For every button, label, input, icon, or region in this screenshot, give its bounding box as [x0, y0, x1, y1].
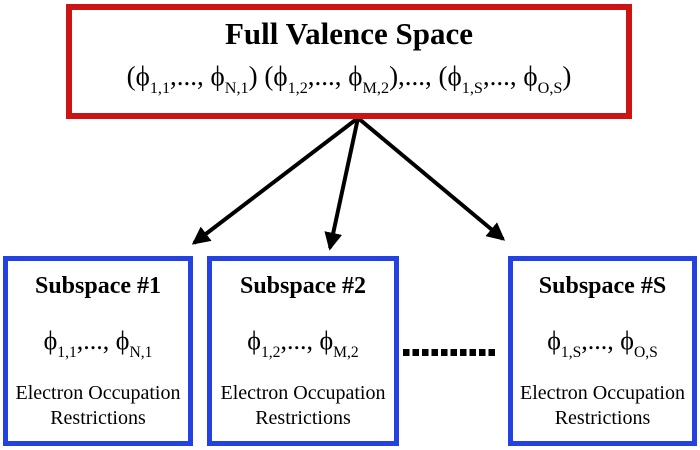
subspace-s-orbitals: ϕ1,S,..., ϕO,S	[547, 325, 658, 361]
subspace-s-caption: Electron Occupation Restrictions	[520, 381, 685, 431]
subspace-s-box: Subspace #S ϕ1,S,..., ϕO,S Electron Occu…	[508, 256, 697, 446]
subspace-1-box: Subspace #1 ϕ1,1,..., ϕN,1 Electron Occu…	[3, 256, 193, 446]
arrow-to-subspace-s	[356, 116, 506, 241]
full-valence-space-orbitals: (ϕ1,1,..., ϕN,1) (ϕ1,2,..., ϕM,2),..., (…	[126, 60, 572, 97]
continuation-dots	[403, 349, 498, 356]
caption-line-1: Electron Occupation	[15, 381, 181, 404]
caption-line-2: Restrictions	[255, 406, 351, 429]
subspace-2-orbitals: ϕ1,2,..., ϕM,2	[247, 325, 359, 361]
subspace-1-title: Subspace #1	[34, 273, 162, 299]
caption-line-1: Electron Occupation	[520, 381, 685, 404]
arrow-to-subspace-2	[324, 117, 360, 251]
full-valence-space-title: Full Valence Space	[224, 16, 473, 51]
caption-line-2: Restrictions	[50, 406, 146, 429]
subspace-s-title: Subspace #S	[538, 273, 667, 299]
subspace-2-box: Subspace #2 ϕ1,2,..., ϕM,2 Electron Occu…	[207, 256, 399, 446]
subspace-2-caption: Electron Occupation Restrictions	[221, 381, 386, 431]
arrow-to-subspace-1	[191, 116, 360, 245]
subspace-2-title: Subspace #2	[239, 273, 367, 299]
subspace-1-caption: Electron Occupation Restrictions	[16, 381, 181, 431]
full-valence-space-box: Full Valence Space (ϕ1,1,..., ϕN,1) (ϕ1,…	[66, 4, 632, 119]
caption-line-1: Electron Occupation	[220, 381, 386, 404]
subspace-1-orbitals: ϕ1,1,..., ϕN,1	[43, 325, 153, 361]
caption-line-2: Restrictions	[554, 406, 651, 429]
